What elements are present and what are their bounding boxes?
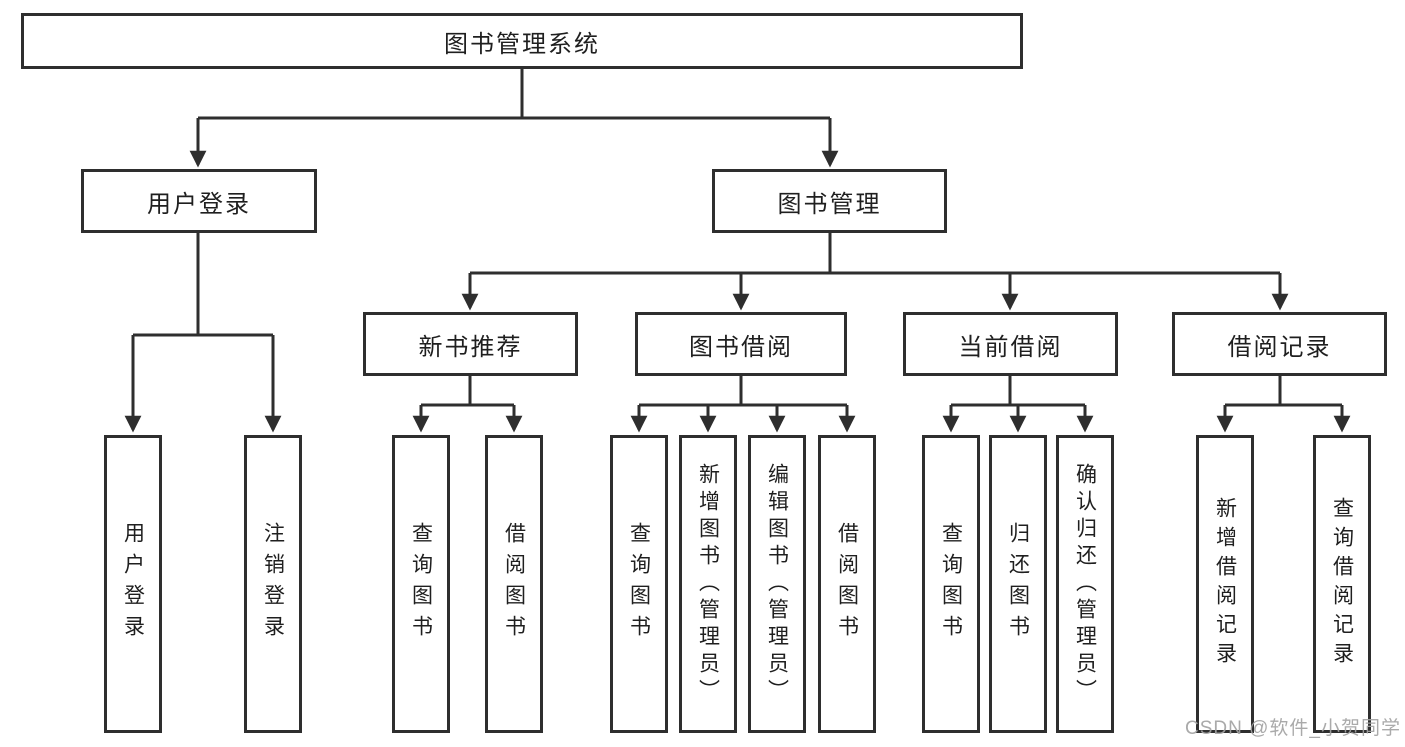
leaf-label: 编辑图书（管理员） (765, 462, 789, 706)
leaf-label: 借阅图书 (502, 522, 526, 646)
leaf-add-borrow-record: 新增借阅记录 (1196, 435, 1254, 733)
borrowing-records-children-connector (1216, 376, 1351, 433)
book-borrowing-children-connector (630, 376, 856, 433)
node-label: 新书推荐 (418, 333, 523, 361)
book-management-children-connector (461, 233, 1289, 311)
csdn-watermark: CSDN @软件_小贺同学 (1185, 718, 1401, 739)
node-label: 当前借阅 (958, 333, 1063, 361)
leaf-label: 查询图书 (939, 522, 963, 646)
node-book-management: 图书管理 (712, 169, 947, 233)
node-user-login: 用户登录 (81, 169, 317, 233)
current-borrowing-children-connector (942, 376, 1094, 433)
new-book-recommendation-children-connector (412, 376, 523, 433)
node-book-borrowing: 图书借阅 (635, 312, 847, 376)
leaf-label: 注销登录 (261, 522, 285, 646)
leaf-label: 新增图书（管理员） (696, 462, 720, 706)
leaf-return-books: 归还图书 (989, 435, 1047, 733)
node-label: 图书管理 (777, 190, 882, 218)
leaf-borrow-books: 借阅图书 (818, 435, 876, 733)
leaf-add-books-admin: 新增图书（管理员） (679, 435, 737, 733)
node-new-book-recommendation: 新书推荐 (363, 312, 578, 376)
node-library-management-system: 图书管理系统 (21, 13, 1023, 69)
leaf-query-books-borrow: 查询图书 (610, 435, 668, 733)
root-to-level2-connector (189, 69, 839, 168)
leaf-query-borrow-record: 查询借阅记录 (1313, 435, 1371, 733)
leaf-label: 用户登录 (121, 522, 145, 646)
leaf-label: 归还图书 (1006, 522, 1030, 646)
leaf-logout: 注销登录 (244, 435, 302, 733)
leaf-query-books-current: 查询图书 (922, 435, 980, 733)
node-label: 图书管理系统 (444, 30, 600, 58)
leaf-edit-books-admin: 编辑图书（管理员） (748, 435, 806, 733)
leaf-label: 借阅图书 (835, 522, 859, 646)
leaf-label: 查询借阅记录 (1330, 497, 1354, 671)
user-login-children-connector (124, 233, 282, 433)
leaf-user-login: 用户登录 (104, 435, 162, 733)
node-label: 图书借阅 (689, 333, 793, 361)
node-label: 用户登录 (147, 190, 251, 218)
leaf-label: 新增借阅记录 (1213, 497, 1237, 671)
node-label: 借阅记录 (1227, 333, 1332, 361)
leaf-confirm-return-admin: 确认归还（管理员） (1056, 435, 1114, 733)
leaf-query-books-recommend: 查询图书 (392, 435, 450, 733)
leaf-label: 查询图书 (409, 522, 433, 646)
leaf-borrow-books-recommend: 借阅图书 (485, 435, 543, 733)
leaf-label: 查询图书 (627, 522, 651, 646)
node-current-borrowing: 当前借阅 (903, 312, 1118, 376)
leaf-label: 确认归还（管理员） (1073, 462, 1097, 706)
node-borrowing-records: 借阅记录 (1172, 312, 1387, 376)
